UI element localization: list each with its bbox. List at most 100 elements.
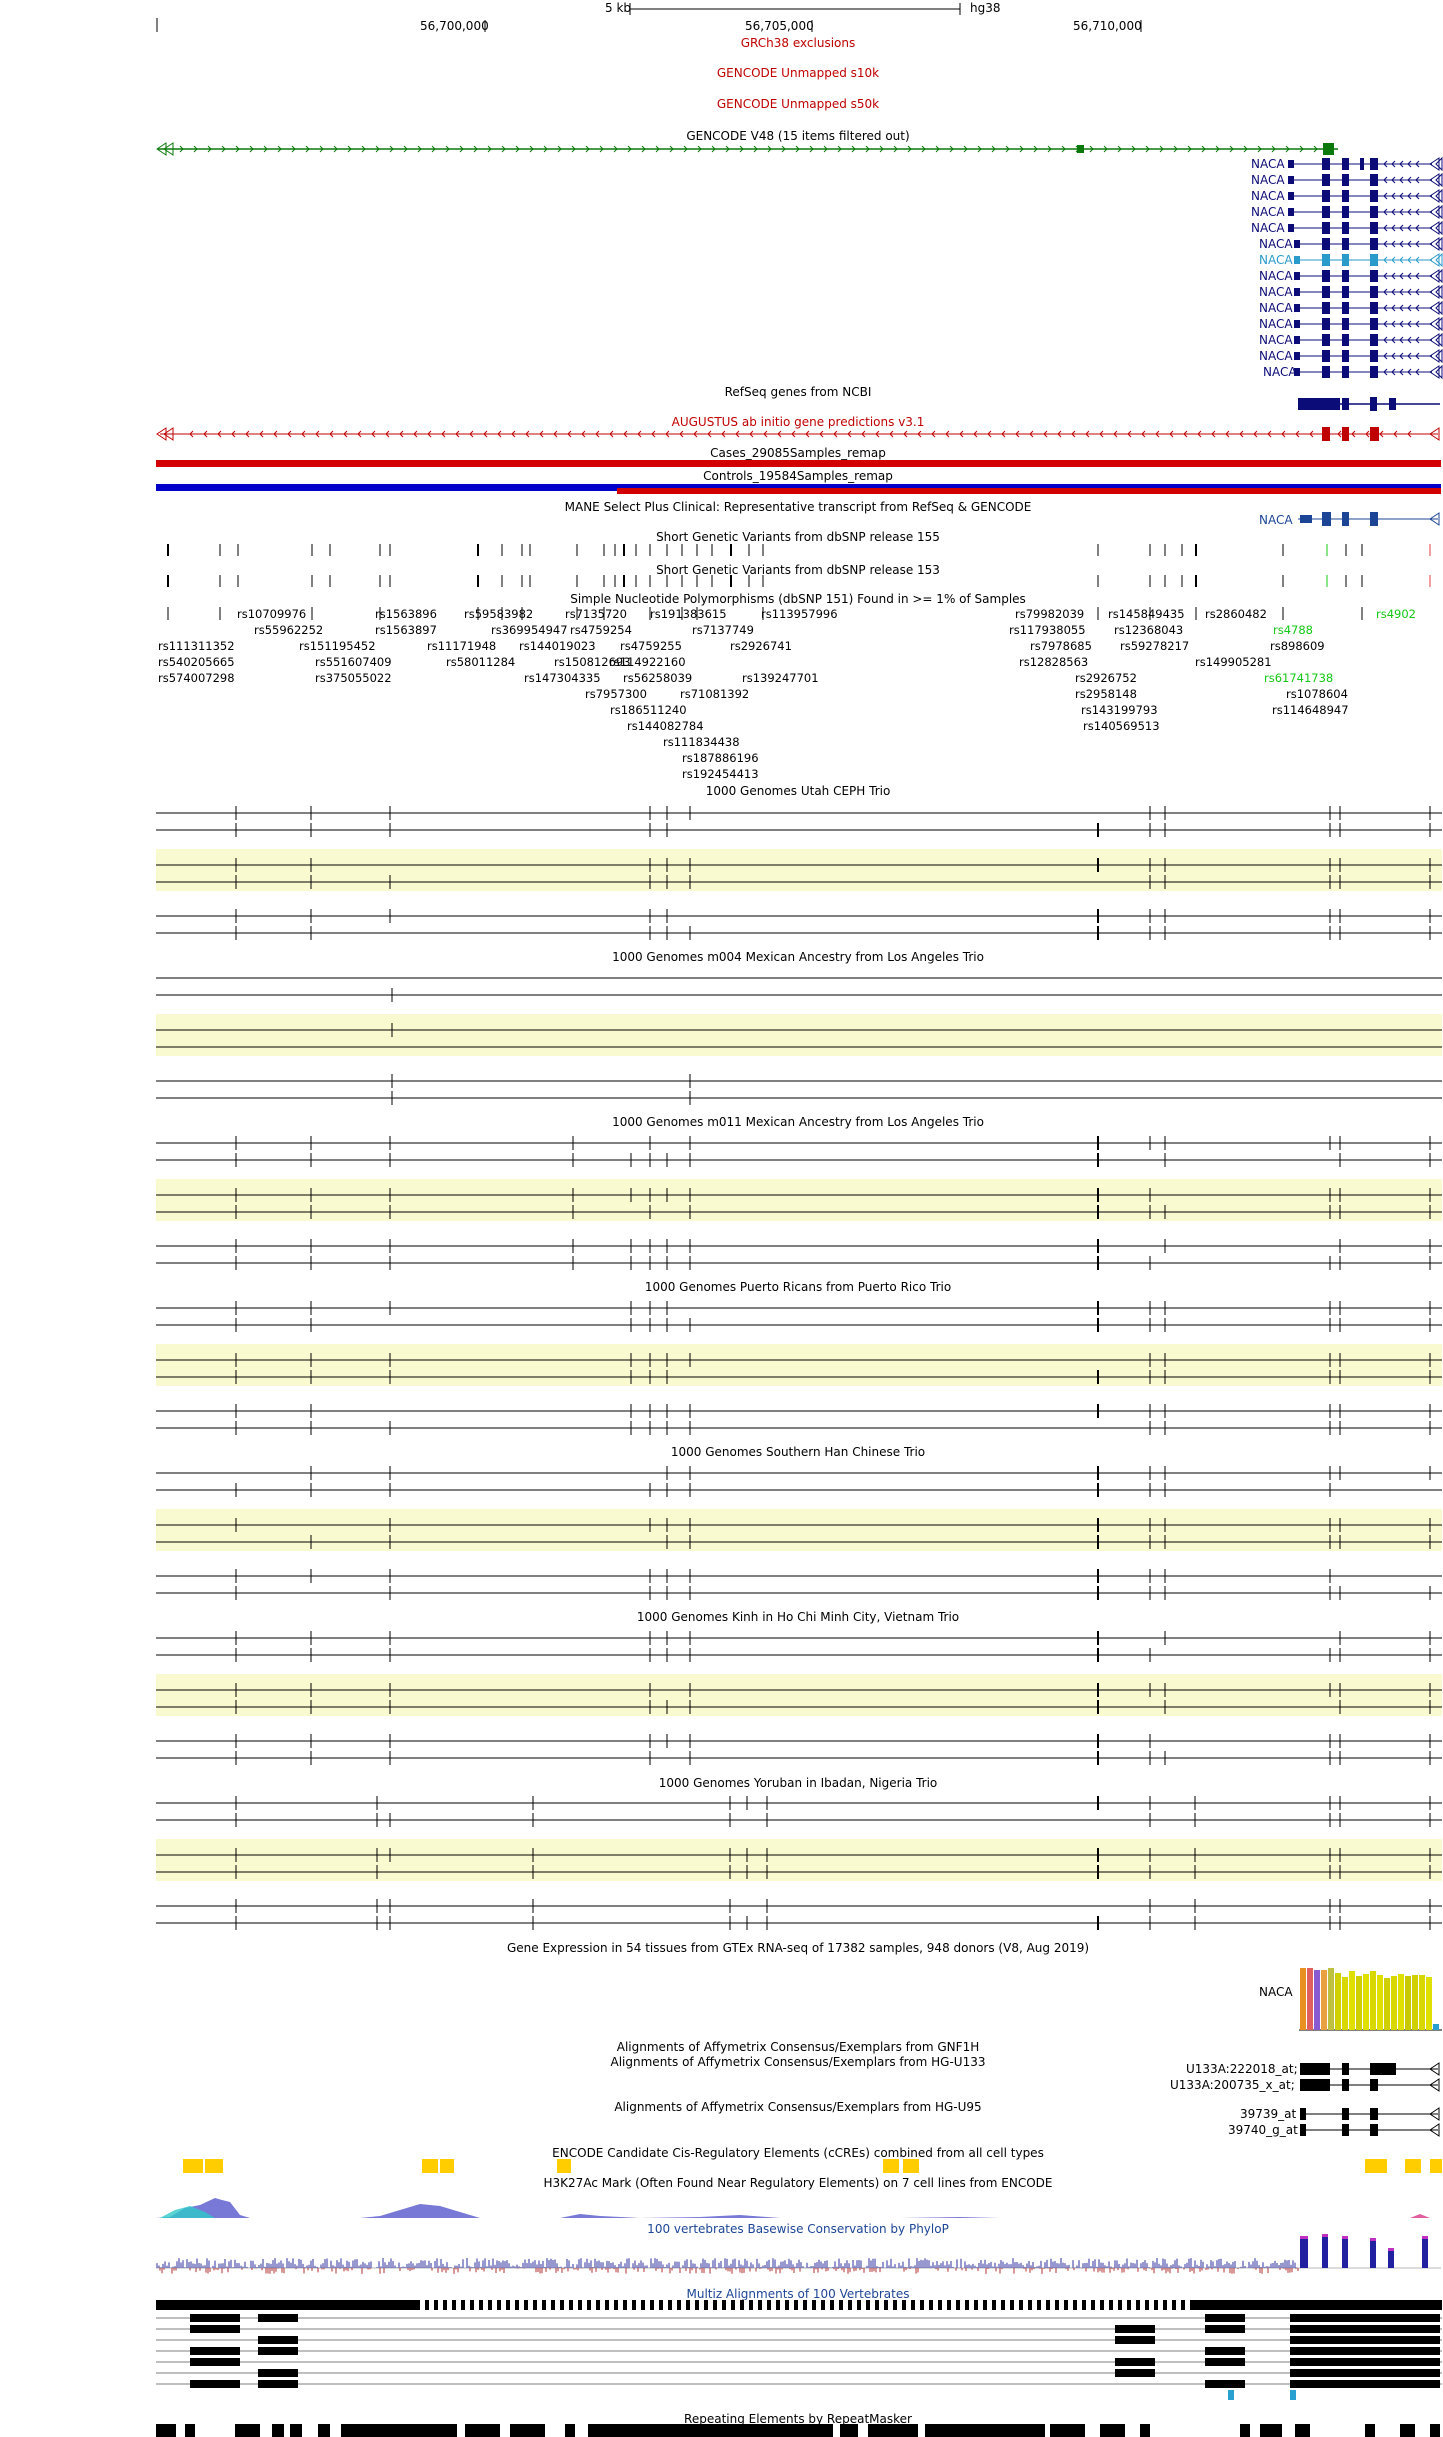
snp-label[interactable]: rs1563896: [375, 607, 437, 621]
snp-label[interactable]: rs898609: [1270, 639, 1325, 653]
snp-label[interactable]: rs369954947: [491, 623, 568, 637]
snp-label[interactable]: rs12828563: [1019, 655, 1089, 669]
snp-label[interactable]: rs1078604: [1286, 687, 1348, 701]
gencode-item-naca[interactable]: NACA: [1251, 157, 1285, 171]
track-title-controls[interactable]: Controls_19584Samples_remap: [703, 469, 893, 483]
track-title-gencode-unmapped-s10k[interactable]: GENCODE Unmapped s10k: [716, 66, 880, 80]
snp-label[interactable]: rs58011284: [446, 655, 516, 669]
track-title-grch38-exclusions[interactable]: GRCh38 exclusions: [740, 36, 856, 50]
snp-label[interactable]: rs56258039: [623, 671, 693, 685]
snp-label[interactable]: rs551607409: [315, 655, 392, 669]
snp-label[interactable]: rs11171948: [427, 639, 497, 653]
snp-label[interactable]: rs2958148: [1075, 687, 1137, 701]
snp-label[interactable]: rs113957996: [761, 607, 838, 621]
controls-bar[interactable]: [156, 484, 1441, 491]
gencode-item-naca[interactable]: NACA: [1251, 189, 1285, 203]
snp-label[interactable]: rs150812693: [554, 655, 631, 669]
hgu133-item-1[interactable]: U133A:222018_at;: [1186, 2062, 1298, 2076]
track-title-1kg-kinh[interactable]: 1000 Genomes Kinh in Ho Chi Minh City, V…: [636, 1610, 960, 1624]
track-title-1kg-m004[interactable]: 1000 Genomes m004 Mexican Ancestry from …: [612, 950, 984, 964]
track-title-encode-ccre[interactable]: ENCODE Candidate Cis-Regulatory Elements…: [552, 2146, 1044, 2160]
snp-label[interactable]: rs144082784: [627, 719, 704, 733]
gencode-item-naca[interactable]: NACA: [1259, 317, 1293, 331]
gencode-item-naca[interactable]: NACA: [1263, 365, 1297, 379]
gencode-item-naca[interactable]: NACA: [1251, 173, 1285, 187]
snp-label[interactable]: rs59278217: [1120, 639, 1190, 653]
naca-transcripts[interactable]: [1288, 156, 1443, 380]
snp-label[interactable]: rs375055022: [315, 671, 392, 685]
track-title-hgu133[interactable]: Alignments of Affymetrix Consensus/Exemp…: [610, 2055, 986, 2069]
trio-tracks[interactable]: [156, 806, 1442, 1930]
gencode-item-naca-highlighted[interactable]: NACA: [1259, 253, 1293, 267]
track-title-gtex[interactable]: Gene Expression in 54 tissues from GTEx …: [506, 1941, 1090, 1955]
refseq-naca[interactable]: [1298, 397, 1440, 411]
track-title-hgu95[interactable]: Alignments of Affymetrix Consensus/Exemp…: [614, 2100, 982, 2114]
encode-ccre-blocks[interactable]: [183, 2159, 1442, 2173]
snp-label[interactable]: rs187886196: [682, 751, 759, 765]
h3k27ac-signal[interactable]: [156, 2198, 1441, 2218]
snp-label[interactable]: rs117938055: [1009, 623, 1086, 637]
track-title-phylop[interactable]: 100 vertebrates Basewise Conservation by…: [647, 2222, 949, 2236]
snp-label[interactable]: rs4788: [1273, 623, 1313, 637]
gtex-bars[interactable]: [1299, 1968, 1442, 2031]
repeatmasker-blocks[interactable]: [156, 2424, 1440, 2437]
snp-label[interactable]: rs2860482: [1205, 607, 1267, 621]
cases-bar[interactable]: [156, 460, 1441, 467]
snp-label[interactable]: rs2926741: [730, 639, 792, 653]
snp-label[interactable]: rs147304335: [524, 671, 601, 685]
gencode-item-naca[interactable]: NACA: [1251, 221, 1285, 235]
track-title-1kg-yri[interactable]: 1000 Genomes Yoruban in Ibadan, Nigeria …: [658, 1776, 938, 1790]
snp-label[interactable]: rs55962252: [254, 623, 324, 637]
track-title-multiz[interactable]: Multiz Alignments of 100 Vertebrates: [686, 2287, 910, 2301]
gencode-item-naca[interactable]: NACA: [1251, 205, 1285, 219]
gencode-item-naca[interactable]: NACA: [1259, 333, 1293, 347]
snp-label[interactable]: rs4902: [1376, 607, 1416, 621]
snp-label[interactable]: rs61741738: [1264, 671, 1334, 685]
snp-label[interactable]: rs59583982: [464, 607, 534, 621]
gencode-item-naca[interactable]: NACA: [1259, 301, 1293, 315]
track-title-h3k27ac[interactable]: H3K27Ac Mark (Often Found Near Regulator…: [543, 2176, 1053, 2190]
snp-label[interactable]: rs4759254: [570, 623, 632, 637]
snp-label[interactable]: rs12368043: [1114, 623, 1184, 637]
track-title-augustus[interactable]: AUGUSTUS ab initio gene predictions v3.1: [671, 415, 925, 429]
track-title-1kg-m011[interactable]: 1000 Genomes m011 Mexican Ancestry from …: [612, 1115, 984, 1129]
gencode-item-naca[interactable]: NACA: [1259, 285, 1293, 299]
track-title-dbsnp151[interactable]: Simple Nucleotide Polymorphisms (dbSNP 1…: [570, 592, 1026, 606]
track-title-1kg-pr[interactable]: 1000 Genomes Puerto Ricans from Puerto R…: [644, 1280, 952, 1294]
snp-label[interactable]: rs144019023: [519, 639, 596, 653]
track-title-dbsnp155[interactable]: Short Genetic Variants from dbSNP releas…: [656, 530, 940, 544]
gencode-item-naca[interactable]: NACA: [1259, 349, 1293, 363]
snp-label[interactable]: rs111311352: [158, 639, 235, 653]
multiz-alignments[interactable]: [156, 2300, 1442, 2400]
snp-label[interactable]: rs191383615: [650, 607, 727, 621]
hgu133-item-2[interactable]: U133A:200735_x_at;: [1170, 2078, 1295, 2092]
snp-label[interactable]: rs10709976: [237, 607, 307, 621]
snp-label[interactable]: rs143199793: [1081, 703, 1158, 717]
hgu95-item-2[interactable]: 39740_g_at: [1228, 2123, 1298, 2137]
track-title-1kg-ceph[interactable]: 1000 Genomes Utah CEPH Trio: [705, 784, 891, 798]
track-title-gnf1h[interactable]: Alignments of Affymetrix Consensus/Exemp…: [616, 2040, 980, 2054]
augustus-prediction[interactable]: [156, 427, 1440, 441]
mane-item-naca[interactable]: NACA: [1259, 513, 1293, 527]
track-title-mane[interactable]: MANE Select Plus Clinical: Representativ…: [564, 500, 1032, 514]
snp-label[interactable]: rs114922160: [609, 655, 686, 669]
snp-label[interactable]: rs139247701: [742, 671, 819, 685]
track-title-refseq[interactable]: RefSeq genes from NCBI: [724, 385, 872, 399]
snp-label[interactable]: rs149905281: [1195, 655, 1272, 669]
snp-label[interactable]: rs140569513: [1083, 719, 1160, 733]
gencode-item-naca[interactable]: NACA: [1259, 237, 1293, 251]
snp-label[interactable]: rs574007298: [158, 671, 235, 685]
snp-label[interactable]: rs7957300: [585, 687, 647, 701]
snp-label[interactable]: rs540205665: [158, 655, 235, 669]
snp-label[interactable]: rs186511240: [610, 703, 687, 717]
snp-label[interactable]: rs2926752: [1075, 671, 1137, 685]
snp-label[interactable]: rs71081392: [680, 687, 750, 701]
track-title-dbsnp153[interactable]: Short Genetic Variants from dbSNP releas…: [656, 563, 940, 577]
phylop-signal[interactable]: [156, 2234, 1441, 2274]
snp-label[interactable]: rs79982039: [1015, 607, 1085, 621]
track-title-1kg-han[interactable]: 1000 Genomes Southern Han Chinese Trio: [670, 1445, 926, 1459]
snp-label[interactable]: rs145849435: [1108, 607, 1185, 621]
gtex-item-naca[interactable]: NACA: [1259, 1985, 1293, 1999]
snp-label[interactable]: rs7135720: [565, 607, 627, 621]
